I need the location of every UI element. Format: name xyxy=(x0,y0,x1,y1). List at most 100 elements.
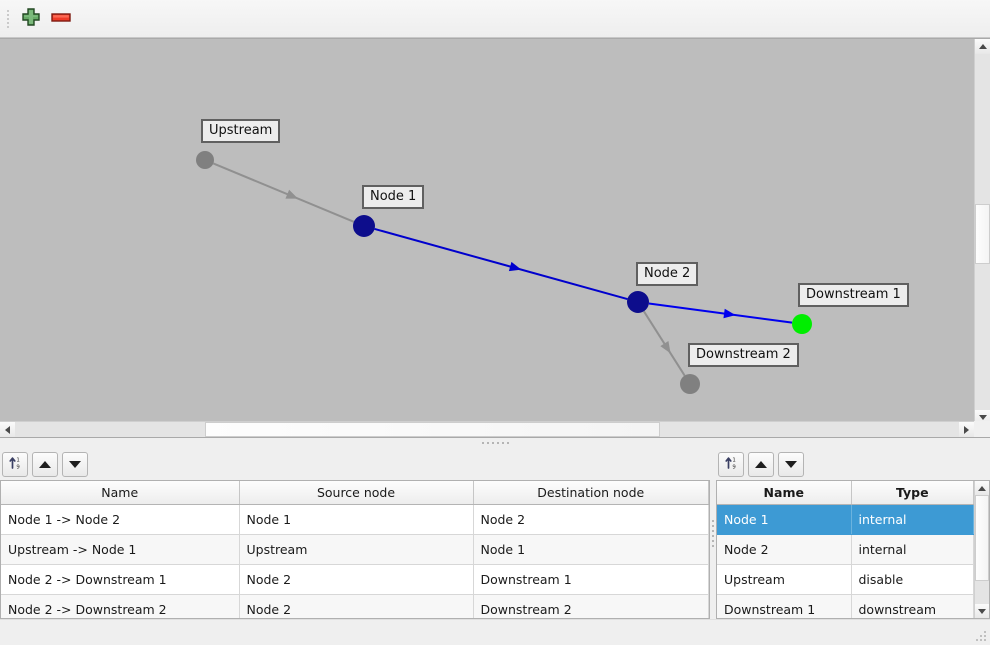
edges-cell-2-0: Node 2 -> Downstream 1 xyxy=(1,564,240,595)
chevron-up-icon xyxy=(978,485,986,491)
node-label-downstream2[interactable]: Downstream 2 xyxy=(688,343,799,367)
vertical-splitter-grip xyxy=(712,520,714,547)
edges-move-up-button[interactable] xyxy=(32,451,58,477)
nodes-cell-0-0: Node 1 xyxy=(717,504,852,535)
node-label-downstream1[interactable]: Downstream 1 xyxy=(798,283,909,307)
graph-node-node1[interactable] xyxy=(353,215,375,237)
node-label-node1[interactable]: Node 1 xyxy=(362,185,425,209)
edges-move-down-button[interactable] xyxy=(62,451,88,477)
nodes-cell-2-1: disable xyxy=(851,564,974,595)
scroll-left-button[interactable] xyxy=(0,422,15,437)
edges-cell-1-0: Upstream -> Node 1 xyxy=(1,534,240,565)
svg-text:1: 1 xyxy=(732,458,735,464)
add-node-button[interactable] xyxy=(16,5,46,33)
splitter-grip xyxy=(481,442,509,444)
edges-header-1[interactable]: Source node xyxy=(239,481,474,505)
edge-node1-node2[interactable] xyxy=(374,227,628,301)
triangle-up-icon xyxy=(39,460,51,468)
canvas-horizontal-scrollbar[interactable] xyxy=(0,421,974,437)
nodes-sort-button[interactable]: 1 9 xyxy=(718,451,744,477)
edges-sort-button[interactable]: 1 9 xyxy=(2,451,28,477)
nodes-cell-1-1: internal xyxy=(851,534,974,565)
chevron-up-icon xyxy=(978,44,987,49)
hscroll-thumb[interactable] xyxy=(205,422,660,437)
nodes-vscroll-thumb[interactable] xyxy=(975,495,989,581)
nodes-toolbar: 1 9 xyxy=(716,448,990,480)
edges-header-2[interactable]: Destination node xyxy=(473,481,709,505)
toolbar-drag-handle[interactable] xyxy=(4,8,12,30)
edge-node2-downstream2[interactable] xyxy=(643,310,686,377)
sort-order-icon: 1 9 xyxy=(724,455,739,473)
edges-cell-3-1: Node 2 xyxy=(239,594,474,618)
nodes-cell-0-1: internal xyxy=(851,504,974,535)
nodes-cell-3-1: downstream xyxy=(851,594,974,618)
triangle-up-icon xyxy=(755,460,767,468)
red-minus-icon xyxy=(49,7,73,30)
vertical-splitter[interactable] xyxy=(710,448,716,619)
nodes-vertical-scrollbar[interactable] xyxy=(974,481,989,618)
nodes-scroll-down-button[interactable] xyxy=(975,604,989,618)
edges-cell-3-2: Downstream 2 xyxy=(473,594,709,618)
edges-cell-1-1: Upstream xyxy=(239,534,474,565)
edges-toolbar: 1 9 xyxy=(0,448,710,480)
nodes-move-up-button[interactable] xyxy=(748,451,774,477)
scroll-right-button[interactable] xyxy=(959,422,974,437)
triangle-down-icon xyxy=(785,460,797,468)
graph-node-downstream1[interactable] xyxy=(792,314,812,334)
canvas-vertical-scrollbar[interactable] xyxy=(974,39,990,425)
nodes-move-down-button[interactable] xyxy=(778,451,804,477)
edges-cell-2-2: Downstream 1 xyxy=(473,564,709,595)
arrowhead-node2-downstream2 xyxy=(660,341,671,354)
graph-node-downstream2[interactable] xyxy=(680,374,700,394)
edges-cell-2-1: Node 2 xyxy=(239,564,474,595)
nodes-header-1[interactable]: Type xyxy=(851,481,974,505)
horizontal-splitter[interactable] xyxy=(0,438,990,448)
chevron-down-icon xyxy=(978,608,986,614)
edges-header-0[interactable]: Name xyxy=(1,481,240,505)
edges-cell-0-0: Node 1 -> Node 2 xyxy=(1,504,240,535)
edge-upstream-node1[interactable] xyxy=(212,162,355,223)
graph-drawing xyxy=(196,151,812,394)
svg-text:1: 1 xyxy=(16,458,19,464)
svg-text:9: 9 xyxy=(16,464,20,470)
edge-node2-downstream1[interactable] xyxy=(648,302,793,324)
nodes-scroll-up-button[interactable] xyxy=(975,481,989,495)
nodes-cell-3-0: Downstream 1 xyxy=(717,594,852,618)
status-bar xyxy=(0,619,990,645)
chevron-left-icon xyxy=(5,425,10,434)
green-plus-icon xyxy=(21,7,41,30)
remove-node-button[interactable] xyxy=(46,5,76,33)
scroll-up-button[interactable] xyxy=(975,39,990,54)
vscroll-thumb[interactable] xyxy=(975,204,990,264)
graph-node-upstream[interactable] xyxy=(196,151,214,169)
edges-cell-0-1: Node 1 xyxy=(239,504,474,535)
graph-node-node2[interactable] xyxy=(627,291,649,313)
nodes-header-0[interactable]: Name xyxy=(717,481,852,505)
edges-cell-0-2: Node 2 xyxy=(473,504,709,535)
node-label-node2[interactable]: Node 2 xyxy=(636,262,699,286)
sort-order-icon: 1 9 xyxy=(8,455,23,473)
arrowhead-node2-downstream1 xyxy=(723,308,736,319)
node-label-upstream[interactable]: Upstream xyxy=(201,119,281,143)
resize-grip[interactable] xyxy=(976,631,988,643)
